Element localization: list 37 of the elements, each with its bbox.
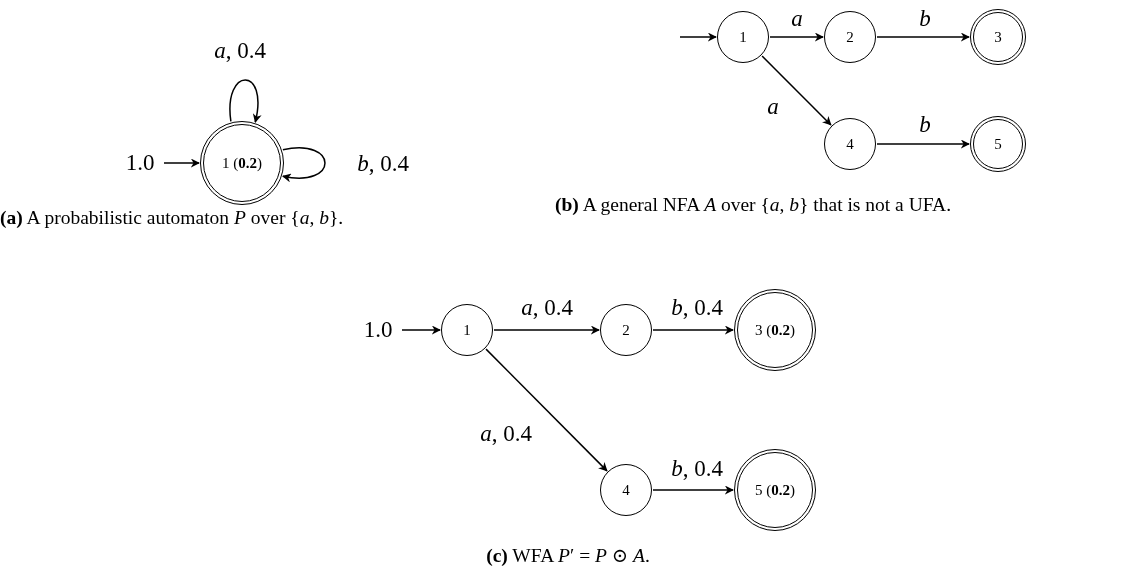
state-circle <box>441 304 493 356</box>
transition-arrow <box>401 325 441 335</box>
transition-arrow <box>485 348 608 472</box>
state-label: 4 <box>846 135 854 153</box>
subfigure-caption: (c) WFA P′ = P ⊙ A. <box>485 544 651 568</box>
state-label: 2 <box>622 321 630 339</box>
state-label: 4 <box>622 481 630 499</box>
transition-arrow <box>876 139 970 149</box>
state-circle <box>600 304 652 356</box>
state-label: 3 <box>994 28 1002 46</box>
transition-arrow <box>761 55 832 126</box>
accepting-state-circle <box>970 116 1026 172</box>
state-circle <box>824 118 876 170</box>
state-label: 3 (0.2) <box>755 321 795 339</box>
subfigure-caption: (a) A probabilistic automaton P over {a, b}. <box>0 206 345 230</box>
state-circle <box>600 464 652 516</box>
transition-arrow <box>652 485 734 495</box>
state-label: 5 <box>994 135 1002 153</box>
state-circle <box>717 11 769 63</box>
transition-arrow <box>876 32 970 42</box>
accepting-state-circle <box>970 9 1026 65</box>
subfigure-caption: (b) A general NFA A over {a, b} that is not a UFA. <box>555 193 953 217</box>
weight-label: 1.0 <box>356 315 400 345</box>
state-label: 1 (0.2) <box>222 154 262 172</box>
state-label: 1 <box>463 321 471 339</box>
state-label: 2 <box>846 28 854 46</box>
state-label: 5 (0.2) <box>755 481 795 499</box>
transition-arrow <box>679 32 717 42</box>
self-loop-arrow <box>282 147 326 182</box>
transition-arrow <box>652 325 734 335</box>
transition-arrow <box>163 158 200 168</box>
transition-arrow <box>493 325 600 335</box>
transition-arrow <box>769 32 824 42</box>
state-circle <box>824 11 876 63</box>
self-loop-arrow <box>229 79 262 123</box>
state-label: 1 <box>739 28 747 46</box>
weight-label: 1.0 <box>118 148 162 178</box>
